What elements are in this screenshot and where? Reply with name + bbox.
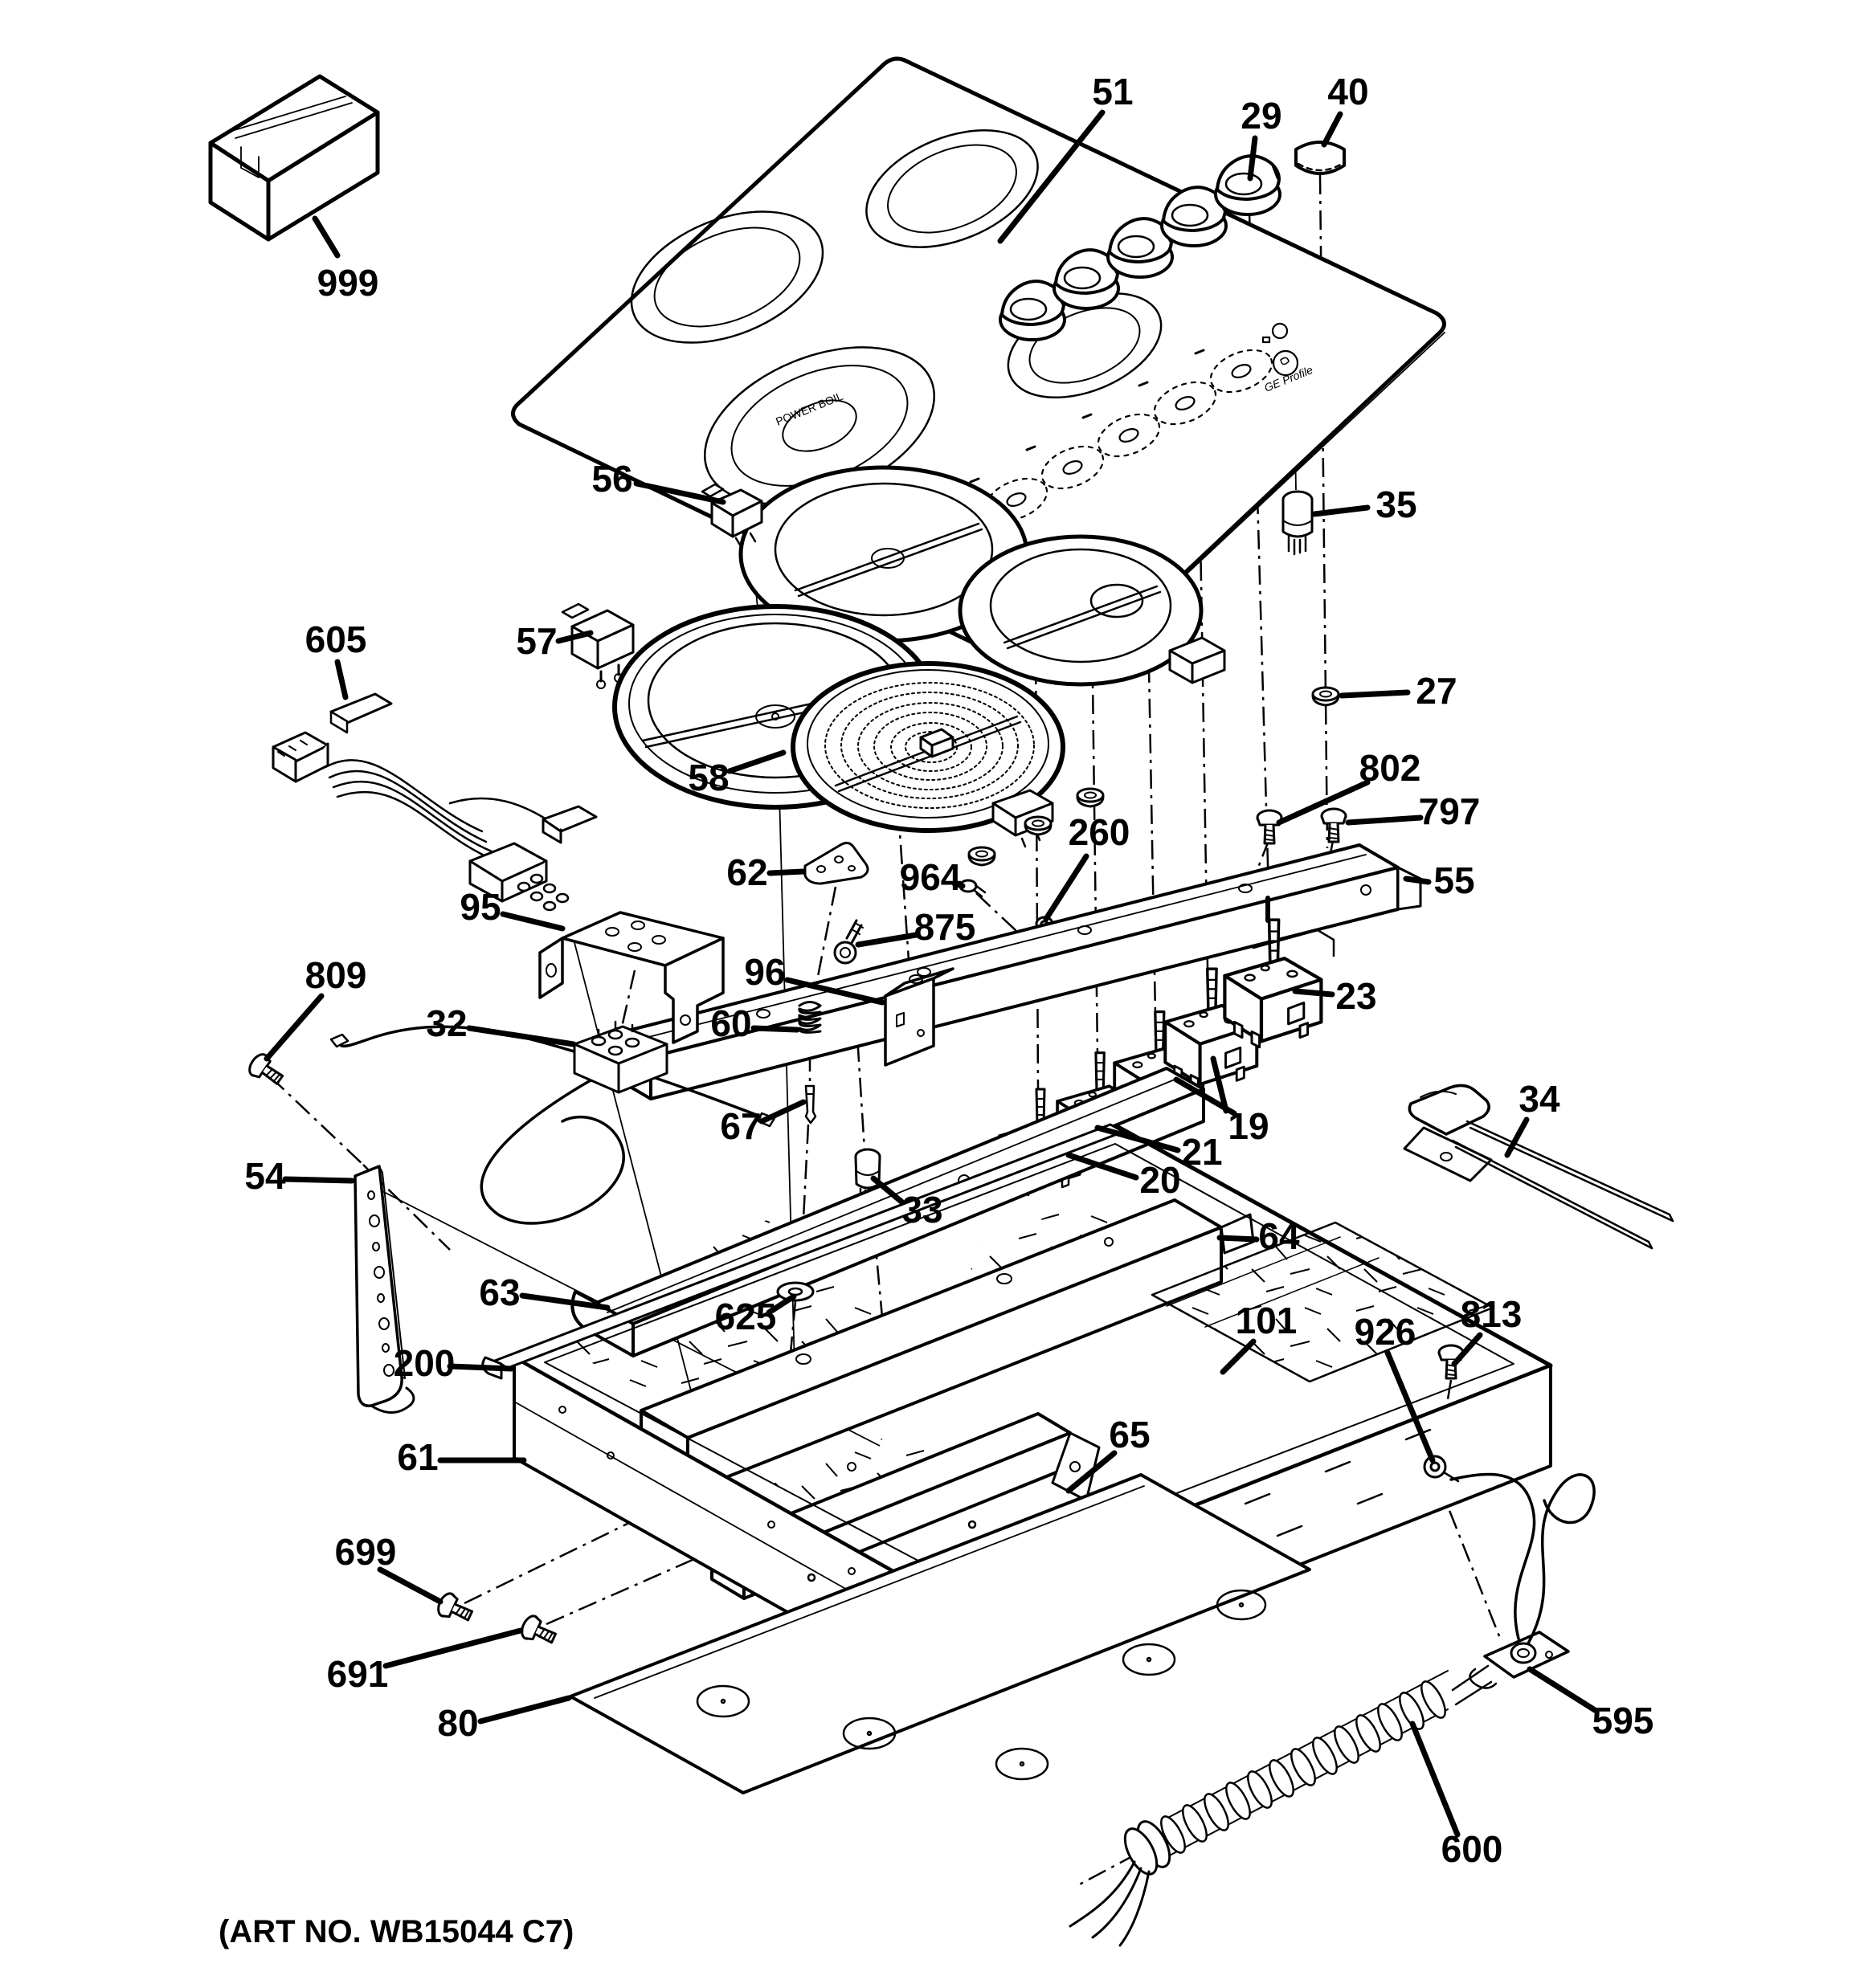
shoulder-screw	[833, 919, 864, 965]
part-label-58: 58	[688, 757, 729, 798]
part-label-999: 999	[317, 262, 379, 304]
part-label-813: 813	[1461, 1293, 1523, 1335]
part-label-21: 21	[1181, 1131, 1222, 1173]
selector-switch	[1224, 896, 1335, 1047]
clip-bracket	[803, 841, 869, 885]
part-label-54: 54	[244, 1155, 286, 1197]
part-label-63: 63	[479, 1272, 520, 1313]
element-connector-small	[701, 483, 763, 548]
screw-691	[517, 1612, 560, 1651]
ge-logo	[1272, 349, 1299, 377]
angle-bracket	[884, 967, 954, 1067]
part-label-875: 875	[914, 906, 976, 948]
part-label-699: 699	[335, 1531, 397, 1573]
screw-802	[1256, 809, 1283, 845]
part-label-35: 35	[1375, 484, 1416, 525]
part-label-797: 797	[1419, 790, 1481, 832]
part-label-23: 23	[1335, 975, 1376, 1017]
part-label-32: 32	[426, 1002, 467, 1044]
part-label-605: 605	[305, 618, 367, 660]
part-label-33: 33	[901, 1189, 942, 1231]
part-label-65: 65	[1109, 1414, 1150, 1455]
part-label-96: 96	[744, 951, 785, 993]
printed-dials	[969, 349, 1273, 522]
part-label-62: 62	[726, 851, 767, 893]
shipping-box	[208, 74, 380, 242]
wire-harness	[272, 692, 598, 912]
radiant-element-medium-1	[701, 465, 1029, 643]
element-57-connector	[561, 602, 635, 689]
part-label-40: 40	[1327, 71, 1368, 112]
part-label-595: 595	[1592, 1700, 1654, 1741]
part-label-64: 64	[1258, 1215, 1300, 1257]
part-label-95: 95	[460, 886, 501, 928]
part-label-61: 61	[397, 1436, 438, 1478]
part-label-19: 19	[1228, 1105, 1269, 1147]
leader-lines	[264, 109, 1598, 1838]
part-label-625: 625	[715, 1296, 777, 1337]
bottom-cover	[569, 1473, 1311, 1794]
insulation-pad	[1151, 1221, 1494, 1383]
art-number: (ART NO. WB15044 C7)	[219, 1914, 574, 1949]
part-label-809: 809	[305, 954, 367, 996]
dual-haliant-element	[791, 661, 1065, 848]
part-label-600: 600	[1441, 1828, 1503, 1870]
screw-797	[1320, 807, 1347, 843]
mounting-strip	[354, 1165, 415, 1414]
spring	[798, 1001, 822, 1034]
pin	[804, 1084, 817, 1125]
part-label-56: 56	[591, 458, 632, 500]
part-label-101: 101	[1236, 1300, 1298, 1341]
screw-699	[434, 1590, 476, 1628]
flexible-conduit	[1069, 1664, 1493, 1947]
part-label-691: 691	[327, 1653, 389, 1695]
mounting-bracket	[538, 911, 725, 1044]
indicator-light	[1261, 322, 1289, 344]
part-label-20: 20	[1139, 1159, 1180, 1201]
part-label-80: 80	[437, 1702, 478, 1744]
part-label-57: 57	[516, 620, 557, 662]
terminal-bracket	[1449, 1472, 1596, 1689]
terminal-block	[329, 1020, 776, 1225]
part-label-200: 200	[394, 1342, 456, 1384]
part-label-29: 29	[1241, 95, 1281, 137]
part-label-260: 260	[1069, 811, 1130, 853]
knob-skirt	[1294, 141, 1346, 175]
temperature-sensor	[1403, 1084, 1674, 1250]
radiant-element-medium-2	[958, 534, 1226, 687]
part-labels: 999 51 29 40 56 57 58 35 27 605 62 964 2…	[244, 71, 1653, 1870]
part-label-51: 51	[1092, 71, 1133, 112]
part-label-802: 802	[1359, 747, 1421, 789]
element-58-connector	[991, 789, 1054, 848]
part-label-60: 60	[710, 1002, 751, 1044]
part-label-27: 27	[1416, 670, 1457, 712]
part-label-926: 926	[1355, 1311, 1416, 1353]
part-label-34: 34	[1519, 1078, 1560, 1120]
part-label-67: 67	[720, 1105, 761, 1147]
part-label-964: 964	[900, 856, 962, 898]
signal-light	[1281, 490, 1314, 556]
part-label-55: 55	[1433, 859, 1474, 901]
